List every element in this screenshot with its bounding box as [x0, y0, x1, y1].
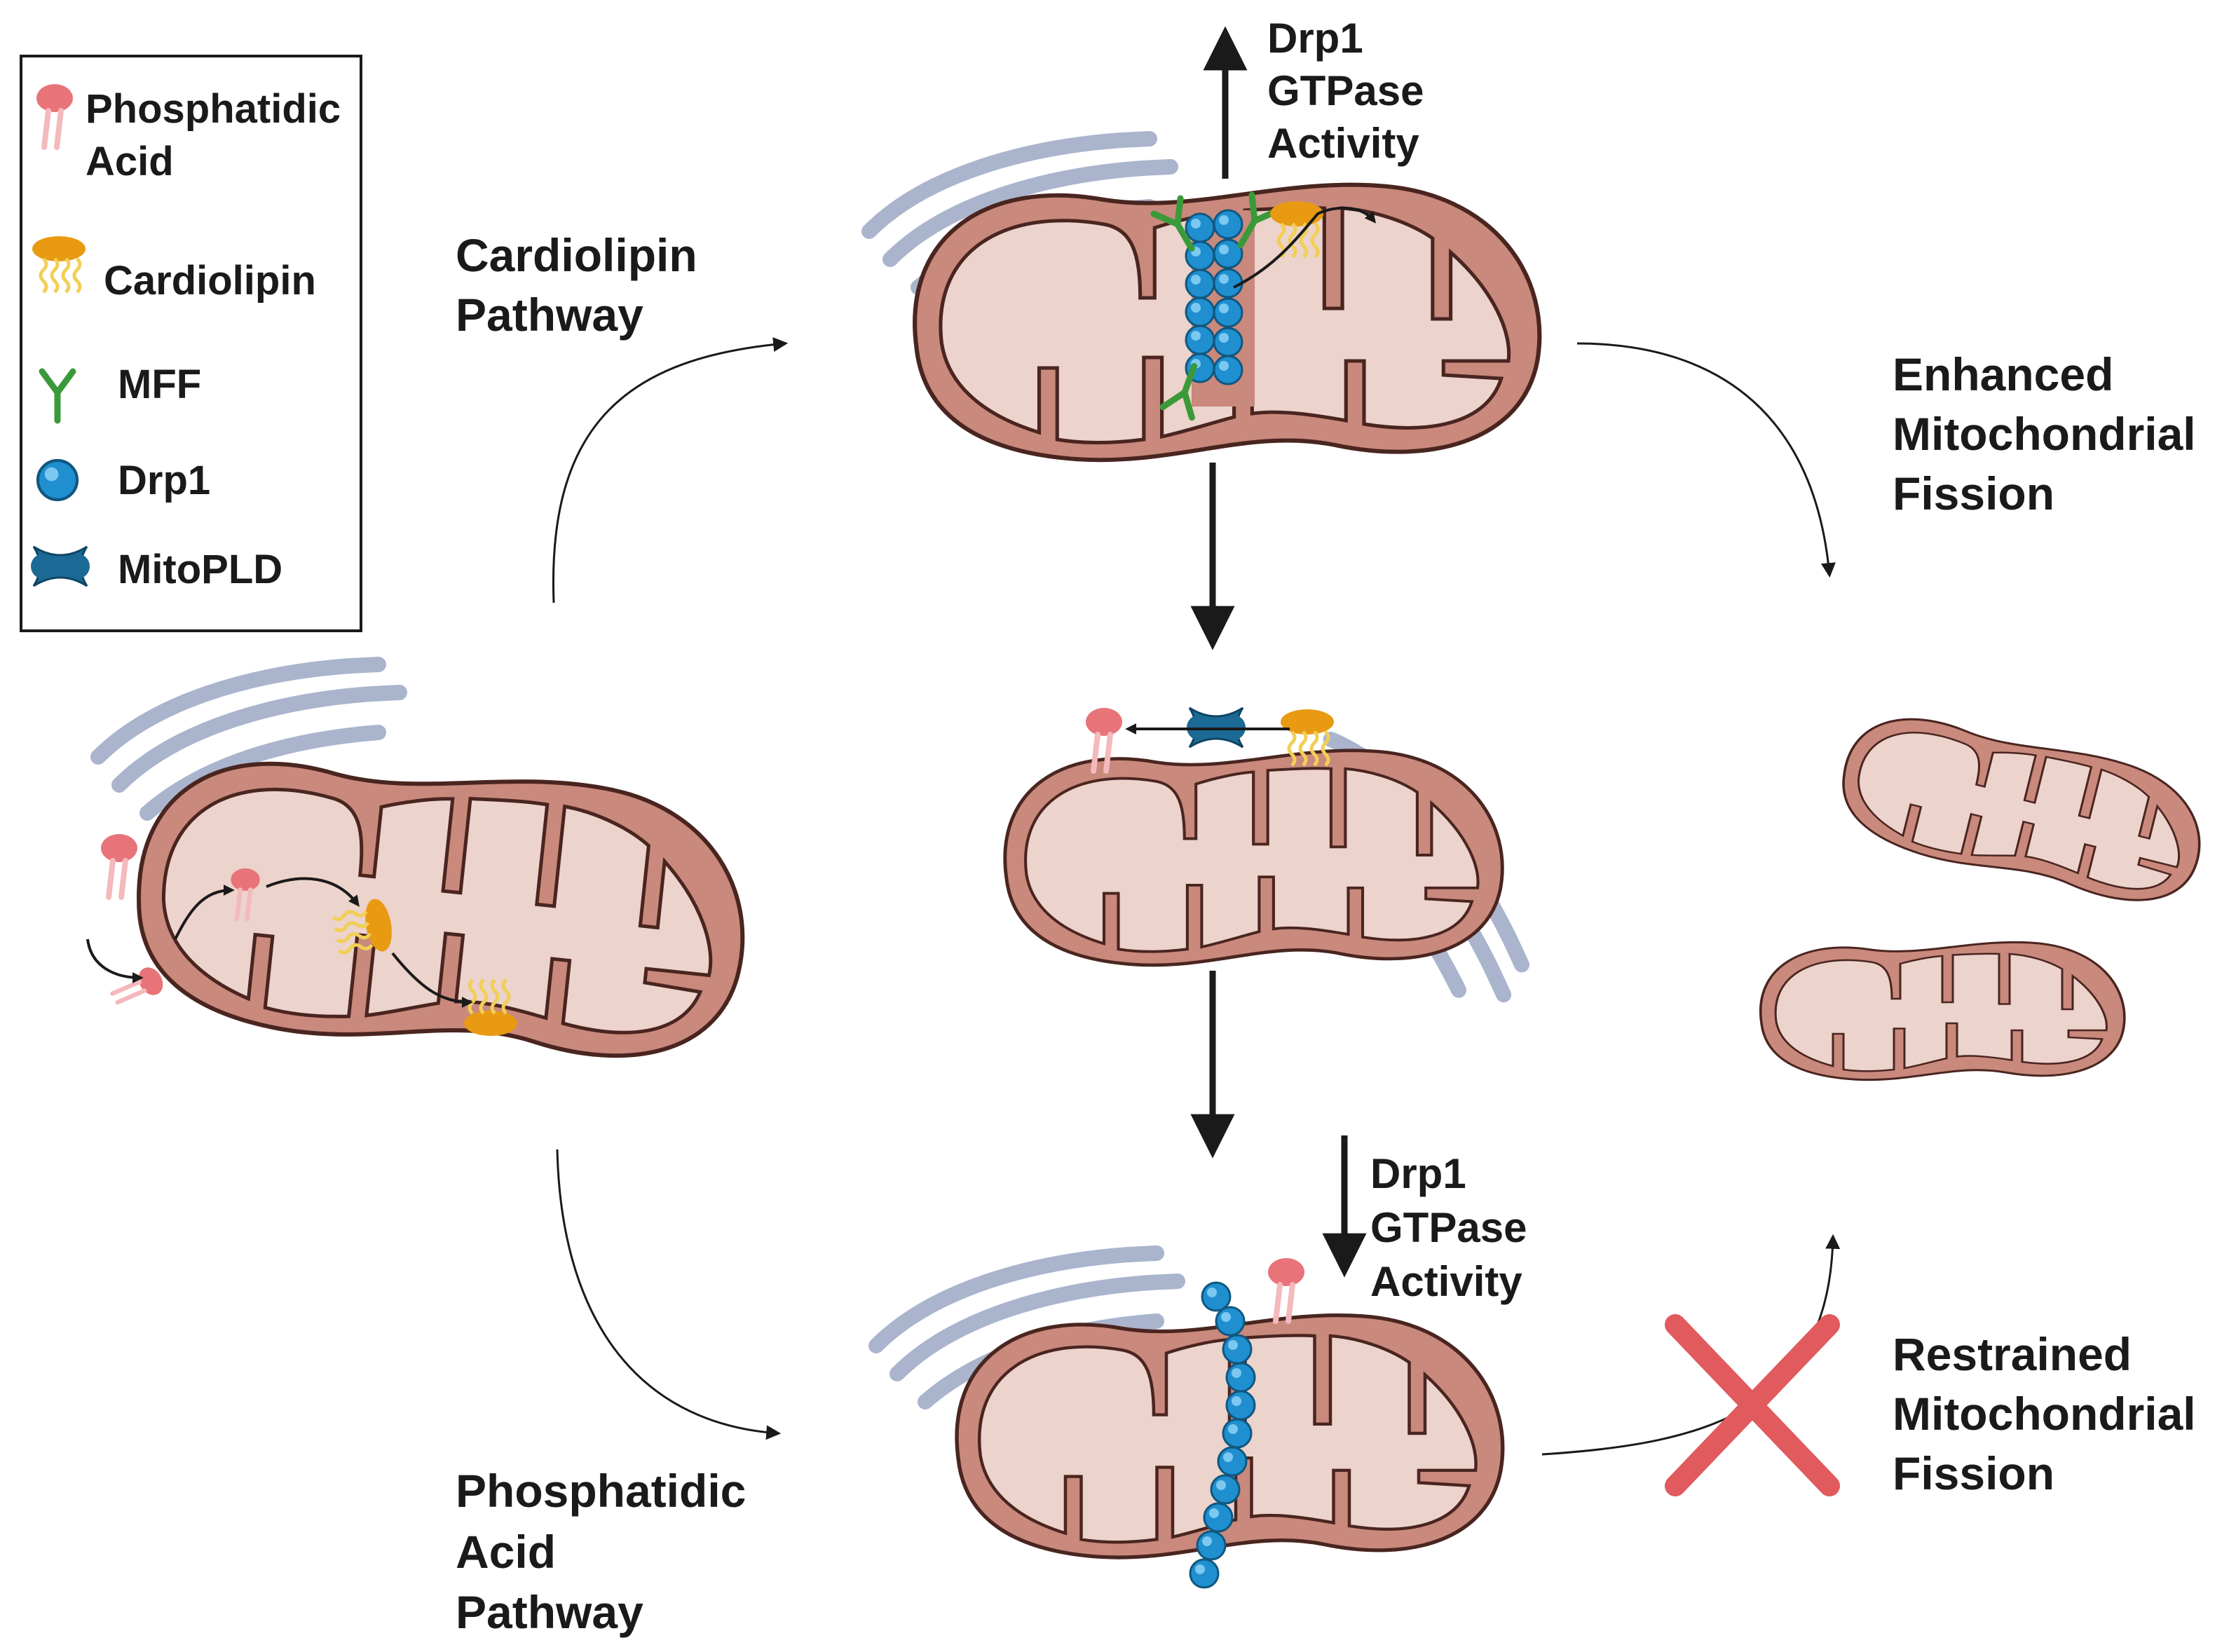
gtpase-down-line2: GTPase	[1370, 1204, 1527, 1251]
start-mitochondrion	[86, 664, 758, 1077]
transport-arrow	[86, 938, 144, 983]
restrained-fission-line2: Mitochondrial	[1893, 1388, 2196, 1440]
legend-cardiolipin: Cardiolipin	[104, 258, 316, 303]
mitochondrion	[1005, 751, 1502, 965]
mitochondrion	[125, 740, 757, 1077]
cardiolipin-pathway-line2: Pathway	[456, 289, 643, 341]
mitochondrion-fragment	[1828, 697, 2217, 921]
transport-arrow	[266, 877, 360, 907]
gtpase-up-line1: Drp1	[1267, 15, 1363, 62]
transport-arrow	[391, 952, 473, 1008]
legend-phosphatidic-line1: Phosphatidic	[86, 86, 341, 132]
legend-mff: MFF	[118, 362, 201, 407]
restrained-fission-line1: Restrained	[1893, 1328, 2132, 1380]
legend-drp1: Drp1	[118, 458, 210, 503]
gtpase-down-line3: Activity	[1370, 1258, 1522, 1305]
mitochondrion-fragment	[1759, 941, 2126, 1081]
enhanced-fission-line1: Enhanced	[1893, 348, 2113, 400]
arrow-to-phosphatidic	[556, 1149, 782, 1440]
gtpase-down-line1: Drp1	[1370, 1150, 1466, 1197]
legend-mitopld: MitoPLD	[118, 547, 282, 592]
enhanced-fission-line3: Fission	[1893, 467, 2054, 519]
cardiolipin-mitochondrion	[869, 139, 1539, 460]
legend-phosphatidic-line2: Acid	[86, 139, 174, 184]
fission-products	[1759, 697, 2217, 1081]
arrow-to-cardiolipin	[552, 337, 789, 603]
phosphatidic-pathway-line1: Phosphatidic	[456, 1465, 746, 1517]
phosphatidic-pathway-line2: Acid	[456, 1526, 556, 1578]
enhanced-fission-line2: Mitochondrial	[1893, 408, 2196, 460]
phosphatidic-acid-icon	[101, 834, 137, 897]
cardiolipin-pathway-line1: Cardiolipin	[456, 229, 697, 281]
phosphatidic-pathway-line3: Pathway	[456, 1586, 643, 1638]
gtpase-up-line2: GTPase	[1267, 67, 1424, 114]
arrow-to-enhanced	[1576, 342, 1836, 578]
mitopld-mitochondrion	[1005, 705, 1529, 1040]
transport-arrow	[1233, 206, 1377, 289]
inhibition-cross-icon	[1665, 1314, 1840, 1496]
transport-arrow	[174, 885, 235, 940]
gtpase-up-line3: Activity	[1267, 120, 1419, 167]
phosphatidic-acid-icon	[1268, 1258, 1304, 1321]
legend: Phosphatidic Acid Cardiolipin MFF Drp1 M…	[20, 55, 362, 632]
legend-box	[20, 55, 362, 632]
restrained-fission-line3: Fission	[1893, 1447, 2054, 1499]
drp1-icon	[38, 460, 77, 500]
